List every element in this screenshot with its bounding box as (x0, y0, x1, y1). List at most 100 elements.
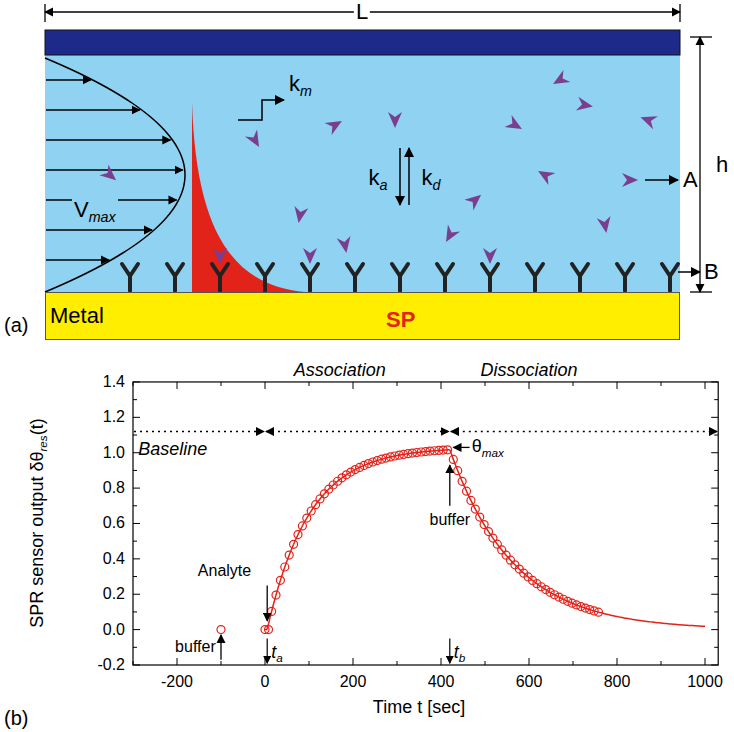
data-point (476, 513, 484, 521)
fit-curve (265, 450, 450, 630)
receptor-symbol (617, 264, 633, 291)
axis-tick (133, 541, 137, 542)
phase-label-group: Dissociation (480, 361, 577, 379)
dimension-label-group: h (714, 153, 730, 177)
rate-label: m (300, 83, 312, 99)
flow-arrow (46, 229, 152, 230)
data-point (595, 608, 603, 616)
axis-tick (309, 661, 310, 665)
part-label: A (683, 167, 698, 192)
tick-label: 0.2 (103, 585, 125, 602)
tick-label: 1000 (687, 673, 723, 690)
axis-tick (705, 658, 706, 665)
axis-tick (711, 558, 718, 559)
tick-label: 800 (604, 673, 631, 690)
phase-arrow (266, 431, 449, 432)
data-point (502, 551, 510, 559)
plot-frame (133, 382, 718, 665)
data-point (493, 540, 501, 548)
data-point (454, 467, 462, 475)
dimension-tick (690, 36, 712, 37)
time-marker: t (271, 641, 276, 661)
analyte-molecule (388, 112, 402, 128)
velocity-label: max (89, 209, 116, 225)
axis-tick (711, 665, 718, 666)
analyte-molecule (464, 189, 485, 210)
panel-label: (a) (4, 314, 28, 336)
tick-label-group: 800 (604, 674, 631, 690)
analyte-molecule (213, 248, 227, 264)
phase-label: Baseline (138, 439, 207, 459)
part-label: SP (386, 307, 415, 332)
part-label-group: B (704, 261, 719, 283)
data-point (444, 446, 452, 454)
dimension-tick (690, 291, 712, 292)
receptor-symbol (392, 264, 408, 291)
part-label: B (704, 259, 719, 284)
flow-arrow (46, 79, 91, 80)
rate-arrow (408, 148, 410, 205)
analyte-molecule (440, 225, 460, 246)
axis-tick (529, 658, 530, 665)
axis-tick (133, 611, 137, 612)
rate-label: k (289, 71, 300, 96)
tick-label-group: 1.4 (103, 374, 125, 390)
annotation-label: θ (472, 436, 482, 456)
axis-tick (661, 661, 662, 665)
rate-label: d (433, 177, 441, 193)
axis-title: res (36, 436, 49, 452)
axis-tick (265, 658, 266, 665)
analyte-molecule (505, 115, 526, 135)
axis-tick (133, 488, 140, 489)
data-point (498, 546, 506, 554)
axis-tick (133, 629, 140, 630)
axis-tick (714, 541, 718, 542)
data-point (471, 505, 479, 513)
axis-tick (617, 382, 618, 389)
receptor-symbol (122, 264, 138, 291)
tick-label: 0.8 (103, 479, 125, 496)
rate-label: k (369, 165, 380, 190)
phase-label-group: Baseline (138, 440, 207, 458)
analyte-molecule (303, 248, 317, 264)
annotation-arrow (453, 447, 469, 448)
dimension-label: L (356, 0, 368, 24)
annotation-arrow (267, 585, 268, 620)
velocity-label-group: Vmax (72, 198, 118, 225)
data-point (276, 576, 284, 584)
velocity-label: V (74, 197, 89, 222)
phase-arrow (451, 431, 717, 432)
data-point (265, 626, 273, 634)
axis-tick (711, 523, 718, 524)
metal-layer: Metal (45, 292, 680, 340)
axis-tick (661, 382, 662, 386)
axis-tick (353, 658, 354, 665)
annotation-label: buffer (175, 638, 216, 655)
axis-tick (397, 382, 398, 386)
axis-tick (711, 488, 718, 489)
axis-tick (133, 576, 137, 577)
tick-label-group: 0.4 (103, 551, 125, 567)
data-point (320, 490, 328, 498)
data-point (467, 496, 475, 504)
axis-tick (353, 382, 354, 389)
axis-tick (714, 576, 718, 577)
axis-tick (485, 661, 486, 665)
tick-label: 200 (340, 673, 367, 690)
analyte-molecule (325, 115, 346, 135)
annotation-label-group: Analyte (198, 563, 251, 579)
data-point (298, 522, 306, 530)
axis-tick (485, 382, 486, 386)
axis-tick (265, 382, 266, 389)
axis-tick (133, 594, 140, 595)
flow-channel (45, 55, 680, 292)
annotation-arrow (267, 638, 268, 663)
tick-label: 0.0 (103, 621, 125, 638)
receptor-symbol (437, 264, 453, 291)
time-marker: b (459, 650, 466, 663)
tick-label: 1.2 (103, 408, 125, 425)
axis-title-group: Time t [sec] (373, 698, 465, 716)
annotation-arrow (449, 465, 450, 506)
axis-tick (714, 435, 718, 436)
